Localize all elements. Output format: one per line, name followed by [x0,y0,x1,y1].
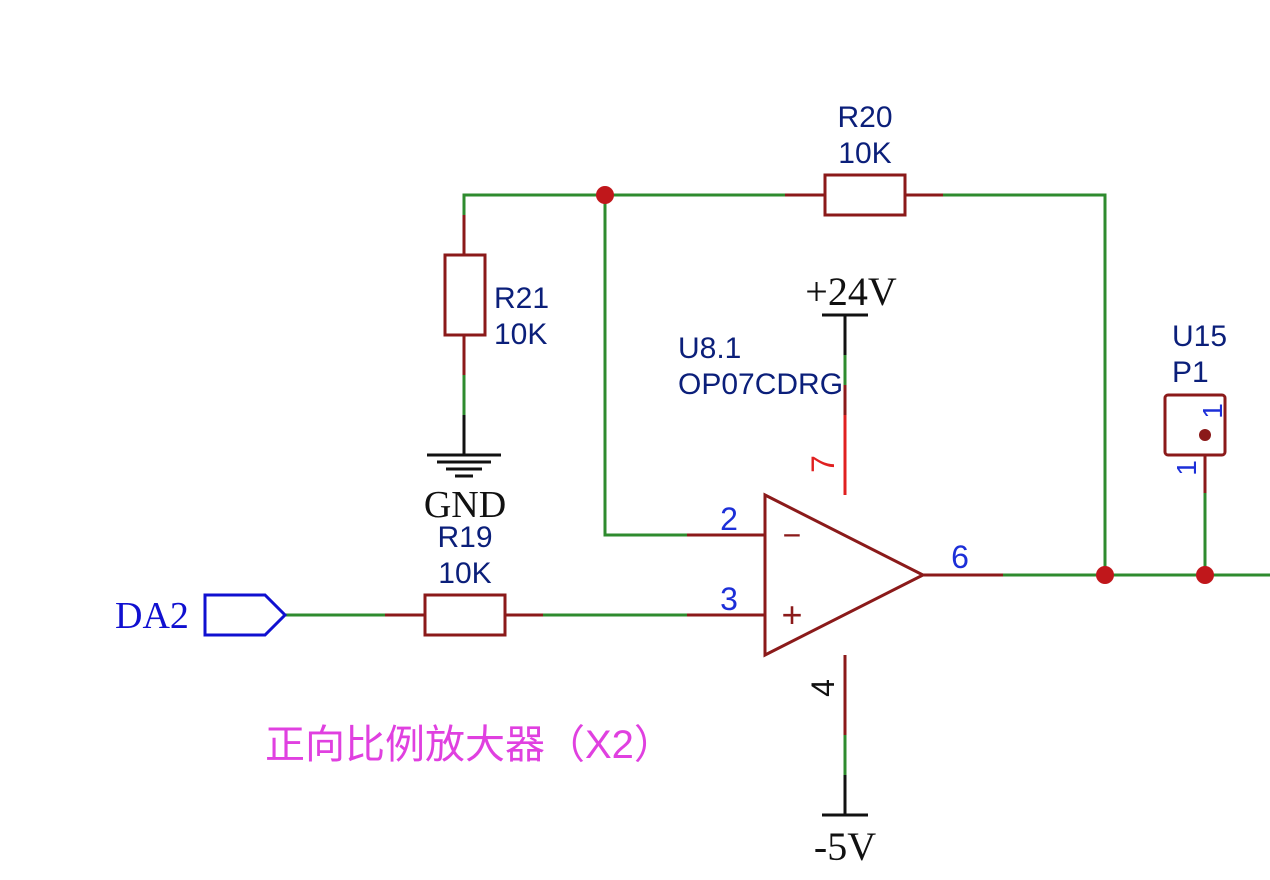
wire-top-left [462,193,785,255]
junctions [596,186,1214,584]
r21-ref: R21 [494,282,549,315]
connector-u15[interactable]: U15 P1 1 1 [1163,320,1228,476]
pin-3-number: 3 [720,581,738,617]
connector-ref: U15 [1172,320,1227,353]
wire-r20-to-output [943,193,1107,575]
noninverting-sign: + [781,594,802,635]
junction-feedback-output [1096,566,1114,584]
pin-6-number: 6 [951,539,969,575]
connector-pin-number-top: 1 [1197,403,1228,419]
resistor-r19[interactable]: R19 10K [423,521,507,637]
r20-ref: R20 [837,101,892,134]
component-leads [385,193,1207,735]
gnd-label: GND [424,484,506,526]
vplus-label: +24V [805,269,897,314]
opamp-u8-1[interactable]: − + U8.1 OP07CDRG [678,332,927,658]
resistor-r21[interactable]: R21 10K [443,253,549,351]
pin-7-number: 7 [805,455,841,473]
connector-pin-number-side: 1 [1171,460,1202,476]
pin-4-number: 4 [805,679,841,697]
r19-value: 10K [438,557,491,590]
wire-feedback-to-inverting [603,195,687,537]
opamp-part: OP07CDRG [678,368,843,401]
inverting-sign: − [783,517,802,553]
power-negative[interactable]: -5V [814,775,876,869]
power-positive[interactable]: +24V [805,269,897,355]
pin-2-number: 2 [720,501,738,537]
junction-top [596,186,614,204]
r21-value: 10K [494,318,547,351]
connector-part: P1 [1172,356,1209,389]
opamp-ref: U8.1 [678,332,741,365]
input-port-label: DA2 [115,595,189,637]
input-port-da2[interactable]: DA2 [115,593,288,637]
wires [285,193,1270,775]
r20-value: 10K [838,137,891,170]
r19-ref: R19 [437,521,492,554]
opamp-pin-numbers: 2 3 6 7 4 [720,455,969,697]
resistor-r20[interactable]: R20 10K [823,101,907,217]
circuit-caption: 正向比例放大器（X2） [265,723,674,767]
ground-symbol[interactable]: GND [424,415,506,526]
vminus-label: -5V [814,824,876,869]
junction-connector-output [1196,566,1214,584]
